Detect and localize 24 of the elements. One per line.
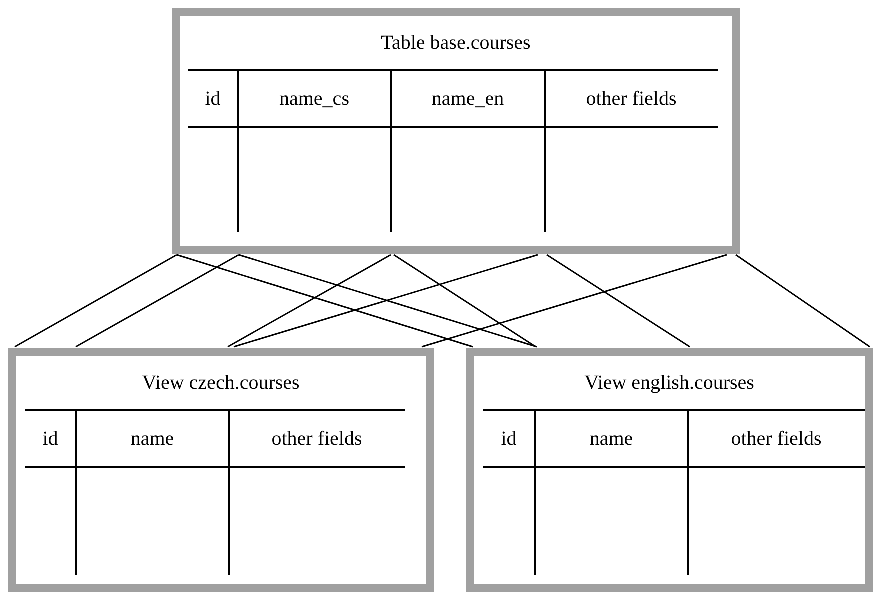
table-frame — [466, 348, 873, 592]
table-title: View english.courses — [584, 373, 754, 393]
column-header: other fields — [586, 88, 677, 108]
table-title: Table base.courses — [381, 33, 531, 53]
connector-line — [394, 254, 536, 348]
column-header: id — [205, 88, 221, 108]
connector-line — [422, 254, 728, 348]
column-header: name — [130, 428, 174, 448]
column-header: name_en — [432, 88, 504, 108]
connector-line — [176, 254, 474, 348]
connector-line — [736, 254, 870, 348]
column-header: name_cs — [280, 88, 350, 108]
table-frame — [8, 348, 434, 592]
connector-line — [76, 254, 240, 348]
connector-line — [228, 254, 392, 348]
column-header: id — [42, 428, 58, 448]
column-header: other fields — [272, 428, 362, 448]
column-header: id — [501, 428, 517, 448]
connector-line — [14, 254, 178, 348]
table-frame — [172, 8, 740, 254]
table-title: View czech.courses — [142, 373, 300, 393]
column-header: name — [590, 428, 634, 448]
connector-line — [546, 254, 690, 348]
column-header: other fields — [731, 428, 822, 448]
